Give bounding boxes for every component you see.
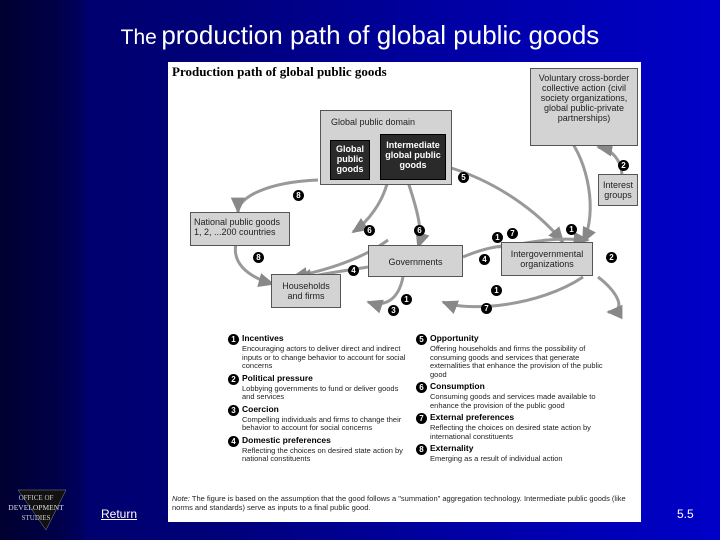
- legend-text: Encouraging actors to deliver direct and…: [242, 344, 406, 370]
- legend-text: Consuming goods and services made availa…: [430, 392, 596, 410]
- diagram-marker-2: 2: [606, 252, 617, 263]
- arrow: [406, 181, 430, 249]
- return-link[interactable]: Return: [101, 507, 138, 521]
- node-national-public-goods: National public goods 1, 2, ...200 count…: [190, 212, 290, 246]
- left-band: [0, 0, 84, 540]
- legend-number: 2: [228, 373, 239, 385]
- logo-line-2: DEVELOPMENT: [8, 503, 64, 512]
- diagram-marker-7: 7: [481, 303, 492, 314]
- node-intermediate-goods: Intermediate global public goods: [380, 134, 446, 180]
- diagram-marker-8: 8: [293, 190, 304, 201]
- arrow: [441, 275, 584, 315]
- slide-title: The production path of global public goo…: [0, 20, 720, 51]
- diagram-marker-6: 6: [364, 225, 375, 236]
- ods-logo: OFFICE OF DEVELOPMENT STUDIES: [8, 489, 67, 531]
- legend-number: 8: [416, 444, 427, 455]
- diagram-marker-4: 4: [348, 265, 359, 276]
- diagram-marker-1: 1: [492, 232, 503, 243]
- global-public-domain-label: Global public domain: [331, 117, 416, 127]
- legend-number: 6: [416, 382, 427, 393]
- diagram-marker-1: 1: [401, 294, 412, 305]
- diagram-marker-4: 4: [479, 254, 490, 265]
- note-text: The figure is based on the assumption th…: [172, 494, 626, 512]
- diagram-marker-1: 1: [491, 285, 502, 296]
- node-households: Households and firms: [271, 274, 341, 308]
- legend-text: Emerging as a result of individual actio…: [430, 454, 563, 463]
- node-global-public-goods: Global public goods: [330, 140, 370, 180]
- legend-number: 3: [228, 404, 239, 416]
- legend-text: Reflecting the choices on desired state …: [430, 423, 591, 441]
- legend-title: Coercion: [242, 403, 279, 414]
- legend-title: Externality: [430, 443, 474, 453]
- title-main: production path of global public goods: [161, 20, 600, 50]
- legend-title: Opportunity: [430, 333, 479, 343]
- figure-title: Production path of global public goods: [172, 64, 387, 79]
- figure-note: Note: The figure is based on the assumpt…: [172, 494, 638, 512]
- note-label: Note:: [172, 494, 190, 503]
- page-number: 5.5: [677, 507, 694, 521]
- diagram-marker-8: 8: [253, 252, 264, 263]
- legend-number: 1: [228, 334, 239, 345]
- title-prefix: The: [120, 26, 157, 49]
- legend-title: Political pressure: [242, 372, 313, 383]
- legend-number: 5: [416, 334, 427, 345]
- legend-title: External preferences: [430, 412, 515, 422]
- arrow: [597, 275, 623, 320]
- arrow: [351, 179, 390, 234]
- legend-text: Compelling individuals and firms to chan…: [242, 414, 402, 432]
- legend-title: Incentives: [242, 333, 284, 343]
- logo-line-1: OFFICE OF: [19, 494, 54, 502]
- arrow: [230, 178, 319, 214]
- legend-text: Reflecting the choices on desired state …: [242, 445, 403, 463]
- legend-title: Consumption: [430, 381, 485, 391]
- figure-panel: Production path of global public goods V…: [168, 62, 641, 522]
- diagram-marker-3: 3: [388, 305, 399, 316]
- legend-title: Domestic preferences: [242, 434, 331, 445]
- node-interest-groups: Interest groups: [598, 174, 638, 206]
- node-governments: Governments: [368, 245, 463, 277]
- legend-text: Offering households and firms the possib…: [430, 344, 603, 379]
- diagram-marker-6: 6: [414, 225, 425, 236]
- legend-text: Lobbying governments to fund or deliver …: [242, 383, 399, 401]
- arrow: [366, 276, 405, 314]
- diagram-marker-2: 2: [618, 160, 629, 171]
- diagram-marker-1: 1: [566, 224, 577, 235]
- diagram-marker-7: 7: [507, 228, 518, 239]
- node-intergovernmental: Intergovernmental organizations: [501, 242, 593, 276]
- legend-number: 7: [416, 413, 427, 424]
- logo-line-3: STUDIES: [22, 514, 51, 522]
- legend-number: 4: [228, 435, 239, 447]
- node-voluntary: Voluntary cross-border collective action…: [530, 68, 638, 146]
- diagram-marker-5: 5: [458, 172, 469, 183]
